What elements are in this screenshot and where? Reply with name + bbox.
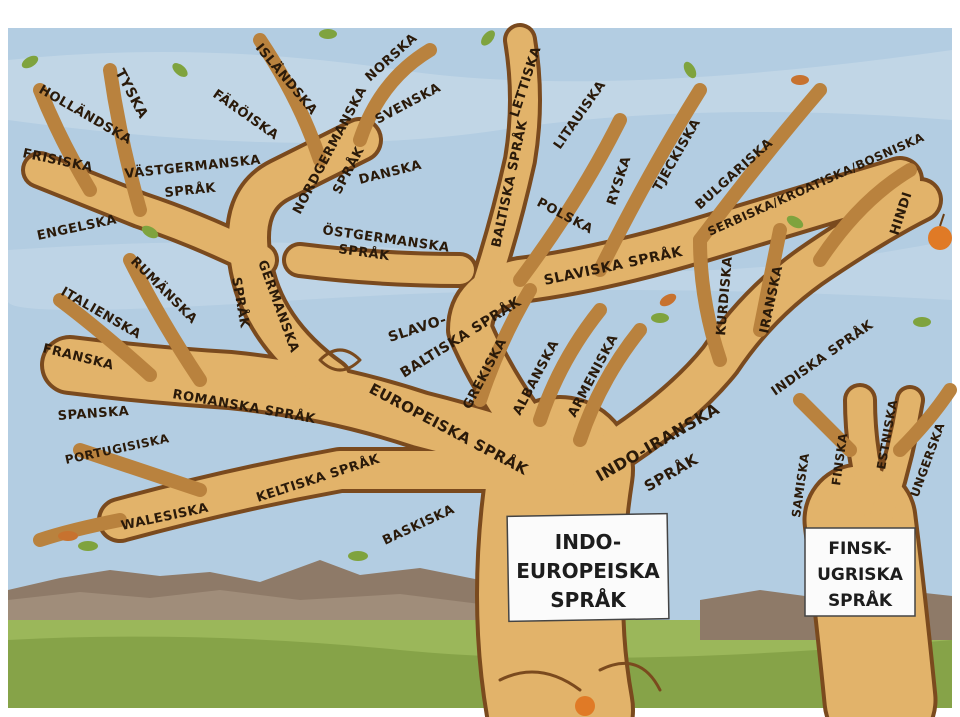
label-kurdiska: KURDISKA	[714, 256, 736, 337]
sign-line-2: UGRISKA	[817, 565, 904, 585]
label-spanska: SPANSKA	[57, 404, 130, 424]
label-vastgermanska-sprak: SPRÅK	[164, 180, 217, 201]
background	[7, 28, 952, 708]
sign-line-1: INDO-	[555, 530, 621, 554]
sign-line-1: FINSK-	[828, 539, 891, 559]
sign-line-2: EUROPEISKA	[516, 559, 660, 583]
sign-line-3: SPRÅK	[550, 588, 627, 612]
finno-ugric-sign: FINSK- UGRISKA SPRÅK	[804, 527, 916, 617]
apple-icon	[928, 226, 952, 250]
sign-line-3: SPRÅK	[828, 588, 893, 611]
leaves	[21, 29, 952, 716]
indo-european-sign: INDO- EUROPEISKA SPRÅK	[506, 512, 670, 623]
tree-bark	[21, 23, 957, 717]
label-ostgermanska-sprak: SPRÅK	[337, 241, 391, 264]
